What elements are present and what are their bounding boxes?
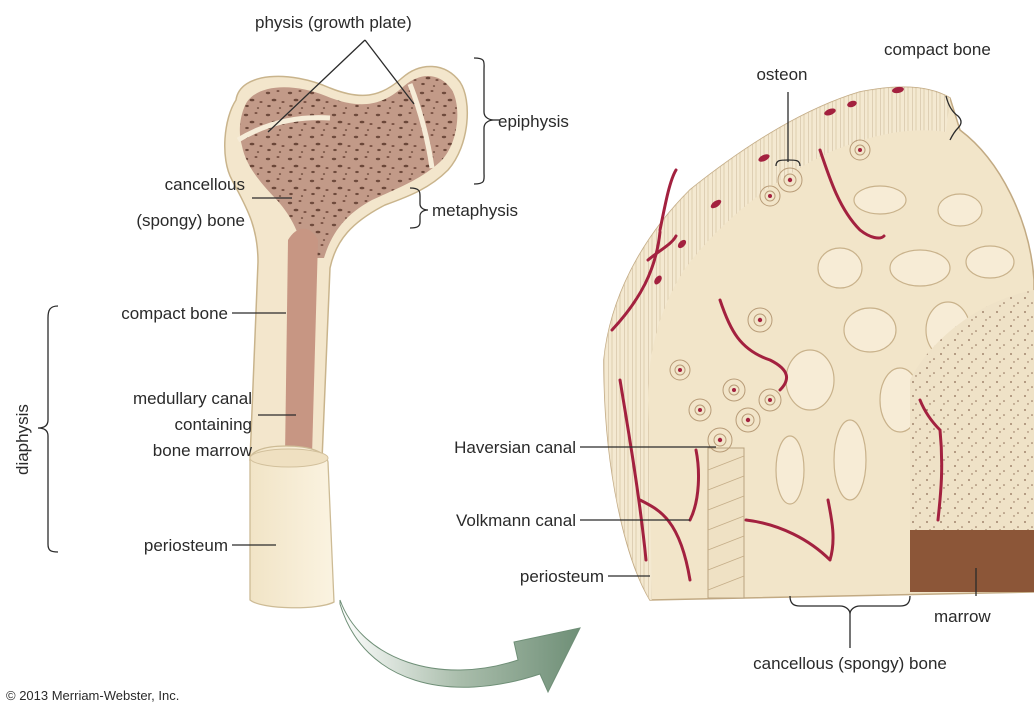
label-epiphysis: epiphysis [498, 112, 569, 131]
marrow-block [910, 530, 1034, 592]
label-periosteum-left: periosteum [144, 536, 228, 555]
label-volkmann: Volkmann canal [456, 511, 576, 530]
copyright-notice: © 2013 Merriam-Webster, Inc. [6, 688, 179, 703]
label-haversian: Haversian canal [454, 438, 576, 457]
long-bone-illustration [225, 66, 468, 607]
magnify-arrow [340, 600, 580, 692]
label-periosteum-right: periosteum [520, 567, 604, 586]
label-cancellous-2: (spongy) bone [136, 211, 245, 230]
label-medullary-3: bone marrow [153, 441, 253, 460]
label-marrow: marrow [934, 607, 991, 626]
periosteum-sleeve [250, 446, 334, 608]
label-diaphysis: diaphysis [13, 404, 32, 475]
bone-cross-section [604, 86, 1034, 600]
label-medullary-1: medullary canal [133, 389, 252, 408]
label-compact-left: compact bone [121, 304, 228, 323]
label-metaphysis: metaphysis [432, 201, 518, 220]
label-compact-right: compact bone [884, 40, 991, 59]
label-cancellous-1: cancellous [165, 175, 245, 194]
label-osteon: osteon [756, 65, 807, 84]
label-medullary-2: containing [174, 415, 252, 434]
label-cancellous-right: cancellous (spongy) bone [753, 654, 947, 673]
label-physis: physis (growth plate) [255, 13, 412, 32]
